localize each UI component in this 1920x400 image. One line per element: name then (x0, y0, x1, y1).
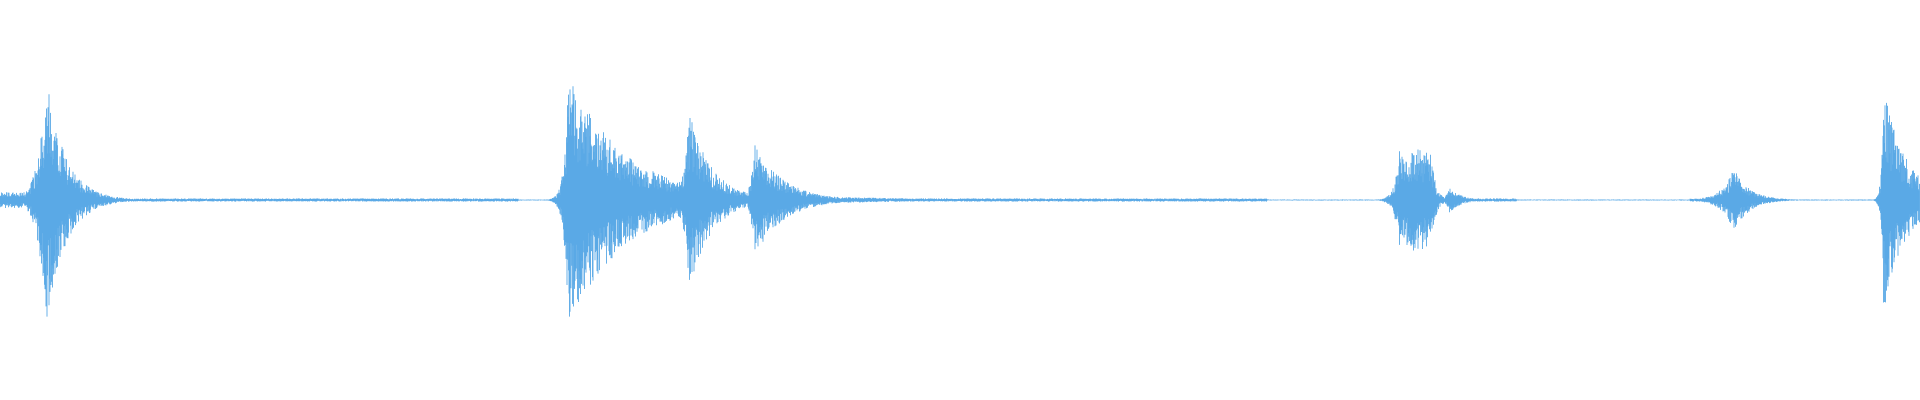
waveform-trace (0, 86, 1920, 317)
waveform-samples (0, 86, 1920, 317)
